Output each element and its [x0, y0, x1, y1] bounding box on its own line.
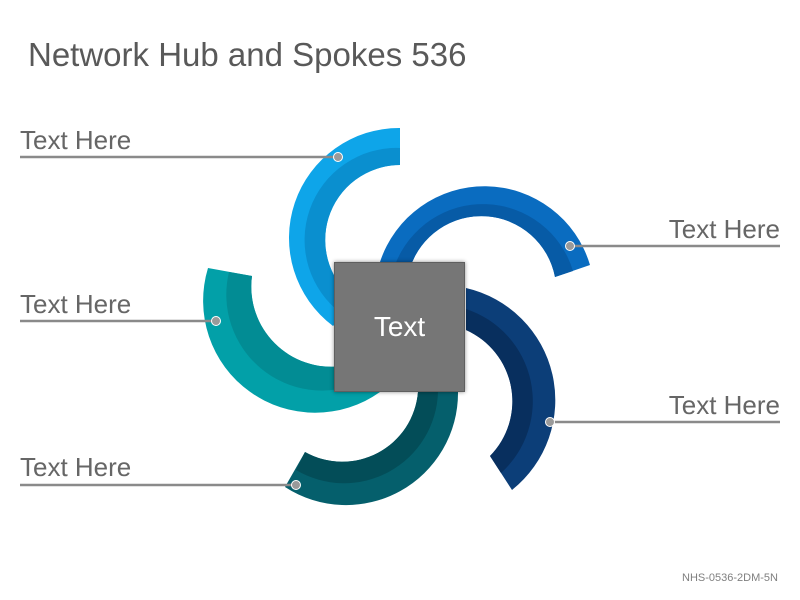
spoke-arc-royal-blue	[380, 186, 590, 277]
hub-box: Text	[334, 262, 465, 392]
connector-dot-top-left	[333, 152, 343, 162]
spoke-label-top-right: Text Here	[668, 214, 780, 244]
connector-dot-top-right	[565, 241, 575, 251]
hub-label: Text	[373, 311, 426, 342]
page-title: Network Hub and Spokes 536	[28, 36, 467, 73]
connector-dot-bottom-left	[291, 480, 301, 490]
spoke-label-bottom-right: Text Here	[668, 390, 780, 420]
spoke-label-mid-left: Text Here	[20, 289, 132, 319]
spoke-arc-dark-teal	[285, 392, 459, 506]
connector-dot-mid-left	[211, 316, 221, 326]
spoke-label-bottom-left: Text Here	[20, 452, 132, 482]
footer-code: NHS-0536-2DM-5N	[682, 572, 778, 584]
spoke-label-top-left: Text Here	[20, 125, 132, 155]
spoke-arc-navy	[466, 288, 556, 490]
spoke-arc-sky-blue	[288, 127, 400, 326]
connector-dot-bottom-right	[545, 417, 555, 427]
